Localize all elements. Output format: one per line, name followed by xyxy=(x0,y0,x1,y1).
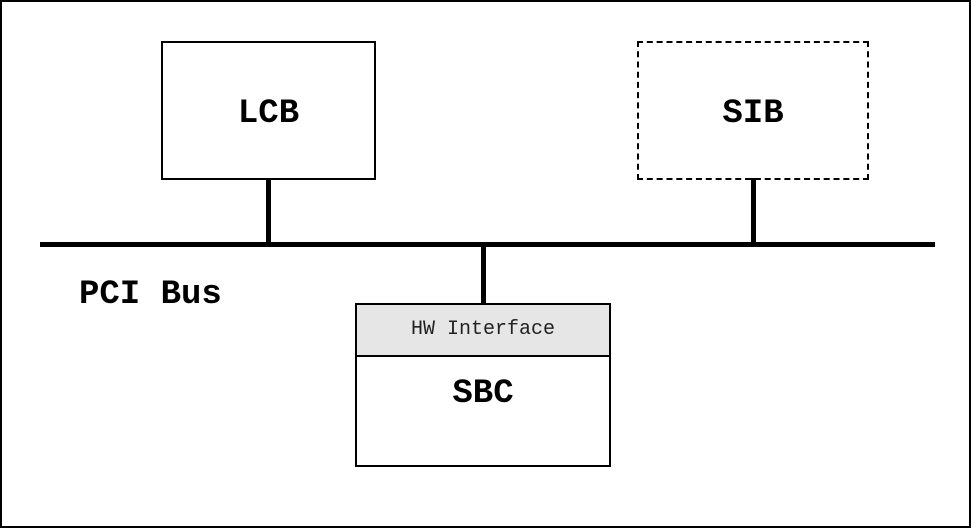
sib-box: SIB xyxy=(637,41,869,180)
sbc-label: SBC xyxy=(452,375,514,413)
sbc-box: HW Interface SBC xyxy=(355,303,611,467)
pci-bus-line xyxy=(40,242,935,247)
lcb-bus-connector xyxy=(266,178,271,244)
sib-bus-connector xyxy=(751,178,756,244)
lcb-box: LCB xyxy=(161,41,376,180)
sbc-bus-connector xyxy=(481,245,486,305)
hw-interface-label: HW Interface xyxy=(357,305,609,357)
lcb-label: LCB xyxy=(237,95,300,133)
sib-label: SIB xyxy=(722,95,784,133)
pci-bus-label: PCI Bus xyxy=(79,276,222,314)
